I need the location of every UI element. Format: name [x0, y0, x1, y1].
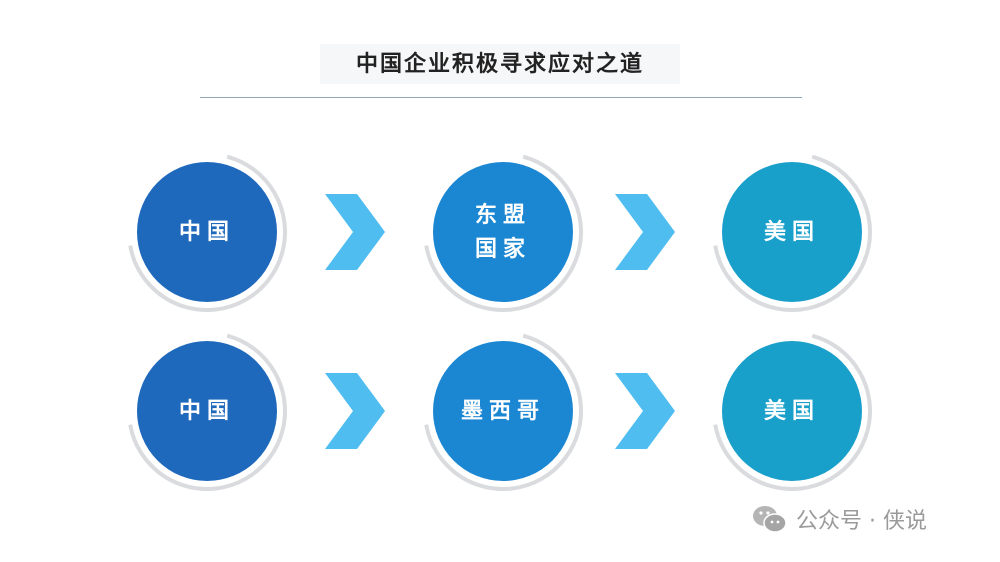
slide-title: 中国企业积极寻求应对之道 [320, 44, 680, 84]
chevron-arrow-icon [613, 192, 677, 272]
node-label: 美国 [763, 219, 820, 245]
node-label: 美国 [763, 398, 820, 424]
wechat-icon [753, 506, 787, 533]
ring-arc [127, 152, 287, 312]
node-fill [433, 341, 573, 481]
node-circle: 美国 [707, 147, 877, 317]
node-fill [722, 341, 862, 481]
node-label: 墨西哥 [460, 398, 545, 424]
chevron-arrow-icon [323, 371, 387, 451]
node-circle: 中国 [122, 147, 292, 317]
node-fill [722, 162, 862, 302]
node-circle: 美国 [707, 326, 877, 496]
chevron-arrow-icon [323, 192, 387, 272]
watermark-text: 公众号 · 侠说 [796, 509, 927, 534]
node-circle: 东盟 国家 [418, 147, 588, 317]
node-circle: 墨西哥 [418, 326, 588, 496]
chevron-arrow-icon [613, 371, 677, 451]
node-fill [433, 162, 573, 302]
node-fill [137, 341, 277, 481]
node-fill [137, 162, 277, 302]
node-label: 中国 [178, 219, 235, 245]
watermark: 公众号 · 侠说 [752, 503, 927, 535]
node-label: 中国 [178, 398, 235, 424]
node-circle: 中国 [122, 326, 292, 496]
title-divider [200, 97, 802, 98]
node-label: 东盟 国家 [474, 202, 531, 262]
